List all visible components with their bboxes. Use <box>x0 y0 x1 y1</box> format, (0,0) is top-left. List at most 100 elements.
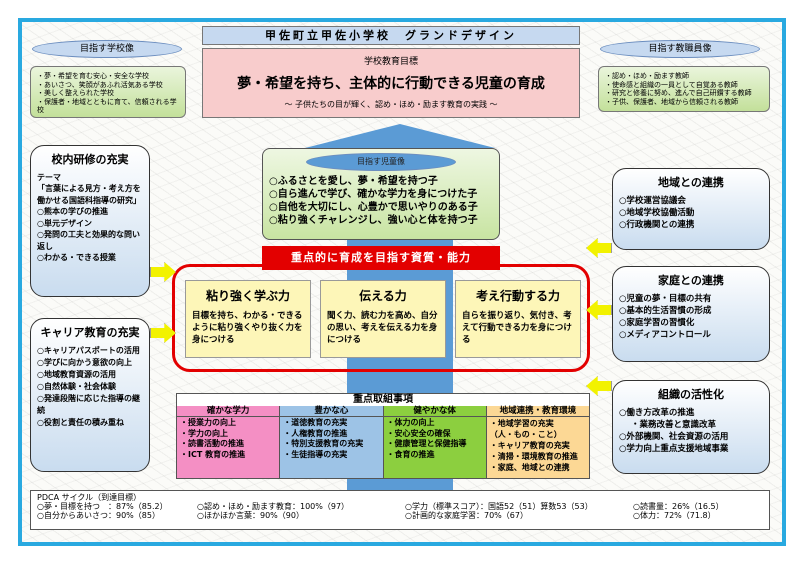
list-item: ・授業力の向上 <box>180 418 236 427</box>
ability-card: 粘り強く学ぶ力 目標を持ち、わかる・できるように粘り強くやり抜く力を身につける <box>185 280 311 358</box>
list-item: ○メディアコントロール <box>619 330 711 340</box>
list-item: ・あいさつ、笑顔があふれ活気ある学校 <box>37 80 163 89</box>
list-item: ○ふるさとを愛し、夢・希望を持つ子 <box>269 176 438 187</box>
teacher-image-label: 目指す教職員像 <box>600 40 760 58</box>
pdca-item: ○学力（標準スコア）：国語52（51）算数53（53） <box>405 502 593 511</box>
ability-card: 伝える力 聞く力、読む力を高め、自分の思い、考えを伝える力を身につける <box>320 280 446 358</box>
school-image-label: 目指す学校像 <box>32 40 182 58</box>
list-item: ○発達段階に応じた指導の継続 <box>37 394 140 415</box>
pdca-item: ○ほかほか言葉：90%（90） <box>197 511 304 520</box>
list-item: ・読書活動の推進 <box>180 439 244 448</box>
list-item: ○熊本の学びの推進 <box>37 207 108 216</box>
ability-title: 考え行動する力 <box>475 289 560 303</box>
family-box: 家庭との連携 ○児童の夢・目標の共有 ○基本的生活習慣の形成 ○家庭学習の習慣化… <box>612 266 770 362</box>
ability-title: 粘り強く学ぶ力 <box>205 289 290 303</box>
list-item: ○粘り強くチャレンジし、強い心と体を持つ子 <box>269 215 478 226</box>
school-goal-sub: ～ 子供たちの目が輝く、認め・ほめ・励ます教育の実践 ～ <box>284 100 498 109</box>
ability-title: 伝える力 <box>359 289 407 303</box>
list-item: ○自他を大切にし、心豊かで思いやりのある子 <box>269 202 478 213</box>
pdca-item: ○体力：72%（71.8） <box>633 511 716 520</box>
priority-column: 確かな学力 ・授業力の向上・学力の向上・読書活動の推進・ICT 教育の推進 <box>177 406 281 478</box>
list-item: ○児童の夢・目標の共有 <box>619 294 712 304</box>
training-box: 校内研修の充実 テーマ 「言葉による見方・考え方を働かせる国語科指導の研究」 ○… <box>30 145 150 297</box>
list-item: ○働き方改革の推進 <box>619 408 695 418</box>
list-item: ○役割と責任の積み重ね <box>37 418 124 427</box>
list-item: ・生徒指導の充実 <box>283 449 348 459</box>
priority-column: 地域連携・教育環境 ・地域学習の充実 （人・もの・こと） ・キャリア教育の充実・清掃… <box>486 406 589 478</box>
list-item: ○外部機関、社会資源の活用 <box>619 432 729 442</box>
list-item: ・清掃・環境教育の推進 <box>489 452 578 461</box>
list-item: ○学びに向かう意欲の向上 <box>37 358 132 367</box>
list-item: ○家庭学習の習慣化 <box>619 318 695 328</box>
list-item: ○基本的生活習慣の形成 <box>619 306 712 316</box>
list-item: ・キャリア教育の充実 <box>489 441 570 450</box>
column-header: 確かな学力 <box>177 406 280 417</box>
list-item: ○学校運営協議会 <box>619 196 686 206</box>
child-image-label: 目指す児童像 <box>306 153 456 171</box>
child-image-box: 目指す児童像 ○ふるさとを愛し、夢・希望を持つ子 ○自ら進んで学び、確かな学力を… <box>262 148 500 240</box>
up-arrow-head-icon <box>305 124 495 148</box>
column-header: 健やかな体 <box>383 406 486 417</box>
list-item: テーマ <box>37 172 61 182</box>
list-item: ○自然体験・社会体験 <box>37 382 116 391</box>
list-item: ○単元デザイン <box>37 218 92 228</box>
column-header: 地域連携・教育環境 <box>486 406 589 417</box>
pdca-box: PDCA サイクル（到達目標） ○夢・目標を持つ ：87%（85.2） ○認め・… <box>30 490 770 530</box>
priorities-title: 重点取組事項 <box>353 394 413 405</box>
list-item: ○キャリアパスポートの活用 <box>37 346 140 355</box>
pdca-title: PDCA サイクル（到達目標） <box>37 493 142 502</box>
list-item: ・美しく整えられた学校 <box>37 89 114 97</box>
list-item: ○発問の工夫と効果的な問い返し <box>37 230 140 251</box>
pdca-item: ○読書量：26%（16.5） <box>633 502 724 511</box>
pdca-item: ○夢・目標を持つ ：87%（85.2） <box>37 502 168 511</box>
list-item: （人・もの・こと） <box>489 430 562 439</box>
priorities-table: 重点取組事項 確かな学力 ・授業力の向上・学力の向上・読書活動の推進・ICT 教… <box>176 393 590 479</box>
list-item: ○自ら進んで学び、確かな学力を身につけた子 <box>269 189 478 200</box>
list-item: ・地域学習の充実 <box>489 419 554 428</box>
list-item: ○地域学校協働活動 <box>619 208 695 218</box>
list-item: ・夢・希望を育む安心・安全な学校 <box>37 72 149 80</box>
list-item: ・食育の推進 <box>386 449 435 459</box>
list-item: ・業務改善と意識改革 <box>631 420 717 430</box>
list-item: ・特別支援教育の充実 <box>283 439 364 448</box>
box-title: 地域との連携 <box>658 176 724 189</box>
ability-text: 聞く力、読む力を高め、自分の思い、考えを伝える力を身につける <box>327 311 438 345</box>
organization-box: 組織の活性化 ○働き方改革の推進 ・業務改善と意識改革 ○外部機関、社会資源の活… <box>612 380 770 474</box>
ability-text: 自らを振り返り、気付き、考えて行動できる力を身につける <box>462 311 572 345</box>
list-item: ○行政機関との連携 <box>619 220 695 230</box>
pdca-item: ○計画的な家庭学習：70%（67） <box>405 511 528 520</box>
list-item: ・安心安全の確保 <box>386 428 451 438</box>
list-item: ・健康管理と保健指導 <box>386 439 467 448</box>
school-image-box: ・夢・希望を育む安心・安全な学校 ・あいさつ、笑顔があふれ活気ある学校 ・美しく… <box>30 66 186 118</box>
priority-column: 健やかな体 ・体力の向上・安心安全の確保・健康管理と保健指導・食育の推進 <box>383 406 487 478</box>
page-title: 甲佐町立甲佐小学校 グランドデザイン <box>202 26 580 45</box>
school-goal: 学校教育目標 夢・希望を持ち、主体的に行動できる児童の育成 ～ 子供たちの目が輝… <box>202 48 580 118</box>
list-item: 「言葉による見方・考え方を働かせる国語科指導の研究」 <box>37 184 141 205</box>
teacher-image-box: ・認め・ほめ・励ます教師 ・使命感と組織の一員として自覚ある教師 ・研究と修養に… <box>598 66 770 112</box>
community-box: 地域との連携 ○学校運営協議会 ○地域学校協働活動 ○行政機関との連携 <box>612 168 770 250</box>
column-header: 豊かな心 <box>280 406 383 417</box>
list-item: ・学力の向上 <box>180 428 228 438</box>
ability-text: 目標を持ち、わかる・できるように粘り強くやり抜く力を身につける <box>192 311 303 345</box>
list-item: ○学力向上重点支援地域事業 <box>619 444 729 454</box>
pdca-item: ○自分からあいさつ：90%（85） <box>37 511 160 520</box>
pdca-item: ○認め・ほめ・励ます教育：100%（97） <box>197 502 350 511</box>
list-item: ・子供、保護者、地域から信頼される教師 <box>605 97 738 106</box>
box-title: 組織の活性化 <box>658 388 724 401</box>
priority-column: 豊かな心 ・道徳教育の充実・人権教育の推進・特別支援教育の充実・生徒指導の充実 <box>280 406 384 478</box>
box-title: キャリア教育の充実 <box>40 326 140 339</box>
list-item: ○わかる・できる授業 <box>37 253 116 262</box>
box-title: 校内研修の充実 <box>51 153 129 166</box>
school-goal-label: 学校教育目標 <box>363 57 418 67</box>
list-item: ・保護者・地域とともに育て、信頼される学校 <box>37 97 177 115</box>
list-item: ・道徳教育の充実 <box>283 418 348 427</box>
list-item: ・ICT 教育の推進 <box>180 449 246 459</box>
ability-card: 考え行動する力 自らを振り返り、気付き、考えて行動できる力を身につける <box>455 280 581 358</box>
list-item: ・認め・ほめ・励ます教師 <box>605 72 689 80</box>
list-item: ・使命感と組織の一員として自覚ある教師 <box>605 80 738 89</box>
list-item: ・人権教育の推進 <box>283 428 348 438</box>
abilities-banner: 重点的に育成を目指す資質・能力 <box>262 246 500 270</box>
list-item: ・体力の向上 <box>386 418 435 427</box>
school-goal-main: 夢・希望を持ち、主体的に行動できる児童の育成 <box>237 76 545 92</box>
career-box: キャリア教育の充実 ○キャリアパスポートの活用 ○学びに向かう意欲の向上 ○地域… <box>30 318 150 472</box>
